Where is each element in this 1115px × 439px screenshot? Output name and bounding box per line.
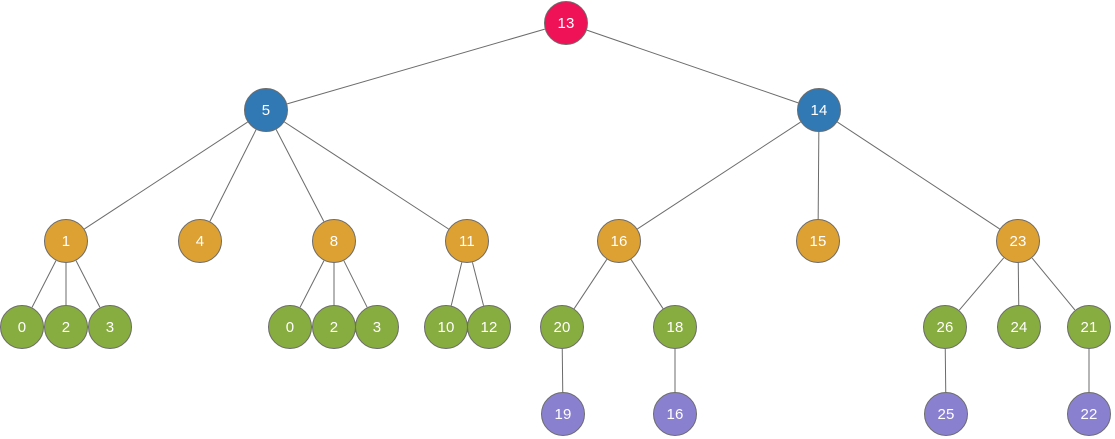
- tree-node-4[interactable]: 4: [178, 219, 222, 263]
- tree-node-3[interactable]: 3: [355, 305, 399, 349]
- tree-node-26[interactable]: 26: [923, 305, 967, 349]
- tree-node-13[interactable]: 13: [544, 1, 588, 45]
- tree-node-label: 4: [195, 232, 205, 250]
- tree-edge: [958, 257, 1005, 311]
- tree-node-12[interactable]: 12: [467, 305, 511, 349]
- tree-node-2[interactable]: 2: [44, 305, 88, 349]
- tree-node-2[interactable]: 2: [312, 305, 356, 349]
- tree-node-11[interactable]: 11: [445, 219, 489, 263]
- tree-node-label: 23: [1009, 232, 1027, 250]
- tree-node-14[interactable]: 14: [797, 88, 841, 132]
- tree-node-18[interactable]: 18: [653, 305, 697, 349]
- tree-node-label: 3: [105, 318, 115, 336]
- tree-edge: [31, 260, 57, 308]
- tree-node-0[interactable]: 0: [0, 305, 44, 349]
- tree-edge: [573, 259, 608, 309]
- tree-node-label: 8: [329, 232, 339, 250]
- tree-node-label: 24: [1010, 318, 1028, 336]
- tree-node-5[interactable]: 5: [244, 88, 288, 132]
- tree-node-label: 14: [810, 101, 828, 119]
- tree-node-label: 0: [285, 318, 295, 336]
- tree-node-23[interactable]: 23: [996, 219, 1040, 263]
- tree-node-16[interactable]: 16: [597, 219, 641, 263]
- tree-node-label: 2: [61, 318, 71, 336]
- tree-edge: [630, 259, 664, 309]
- tree-node-label: 5: [261, 101, 271, 119]
- tree-node-label: 2: [329, 318, 339, 336]
- tree-edge: [286, 28, 546, 105]
- tree-node-24[interactable]: 24: [997, 305, 1041, 349]
- tree-node-label: 16: [610, 232, 628, 250]
- tree-node-label: 1: [61, 232, 71, 250]
- tree-node-label: 3: [372, 318, 382, 336]
- tree-node-19[interactable]: 19: [541, 392, 585, 436]
- tree-edge: [84, 121, 248, 230]
- tree-node-25[interactable]: 25: [924, 392, 968, 436]
- tree-edge: [343, 260, 368, 308]
- tree-node-label: 19: [554, 405, 572, 423]
- tree-node-8[interactable]: 8: [312, 219, 356, 263]
- tree-edge: [284, 121, 449, 230]
- tree-node-label: 26: [936, 318, 954, 336]
- tree-edge: [1031, 257, 1076, 311]
- tree-edge: [837, 121, 1000, 230]
- tree-node-16[interactable]: 16: [653, 392, 697, 436]
- tree-edge: [637, 121, 801, 230]
- tree-node-10[interactable]: 10: [424, 305, 468, 349]
- tree-node-label: 10: [437, 318, 455, 336]
- tree-node-20[interactable]: 20: [540, 305, 584, 349]
- tree-edge: [275, 129, 325, 222]
- tree-edge: [450, 262, 463, 306]
- tree-node-0[interactable]: 0: [268, 305, 312, 349]
- tree-edge: [586, 29, 799, 104]
- tree-node-label: 12: [480, 318, 498, 336]
- tree-node-label: 20: [553, 318, 571, 336]
- tree-node-label: 0: [17, 318, 27, 336]
- tree-node-label: 21: [1080, 318, 1098, 336]
- tree-node-21[interactable]: 21: [1067, 305, 1111, 349]
- tree-edge: [817, 131, 820, 220]
- tree-node-label: 18: [666, 318, 684, 336]
- tree-edge: [209, 129, 257, 222]
- tree-node-label: 11: [459, 232, 475, 250]
- tree-edge: [75, 260, 101, 308]
- tree-node-15[interactable]: 15: [796, 219, 840, 263]
- tree-node-label: 13: [557, 14, 575, 32]
- tree-node-label: 22: [1080, 405, 1098, 423]
- tree-node-label: 16: [666, 405, 684, 423]
- tree-edge: [471, 262, 485, 306]
- tree-node-22[interactable]: 22: [1067, 392, 1111, 436]
- tree-node-3[interactable]: 3: [88, 305, 132, 349]
- tree-node-label: 15: [809, 232, 827, 250]
- tree-node-label: 25: [937, 405, 955, 423]
- tree-edge: [299, 260, 325, 308]
- tree-node-1[interactable]: 1: [44, 219, 88, 263]
